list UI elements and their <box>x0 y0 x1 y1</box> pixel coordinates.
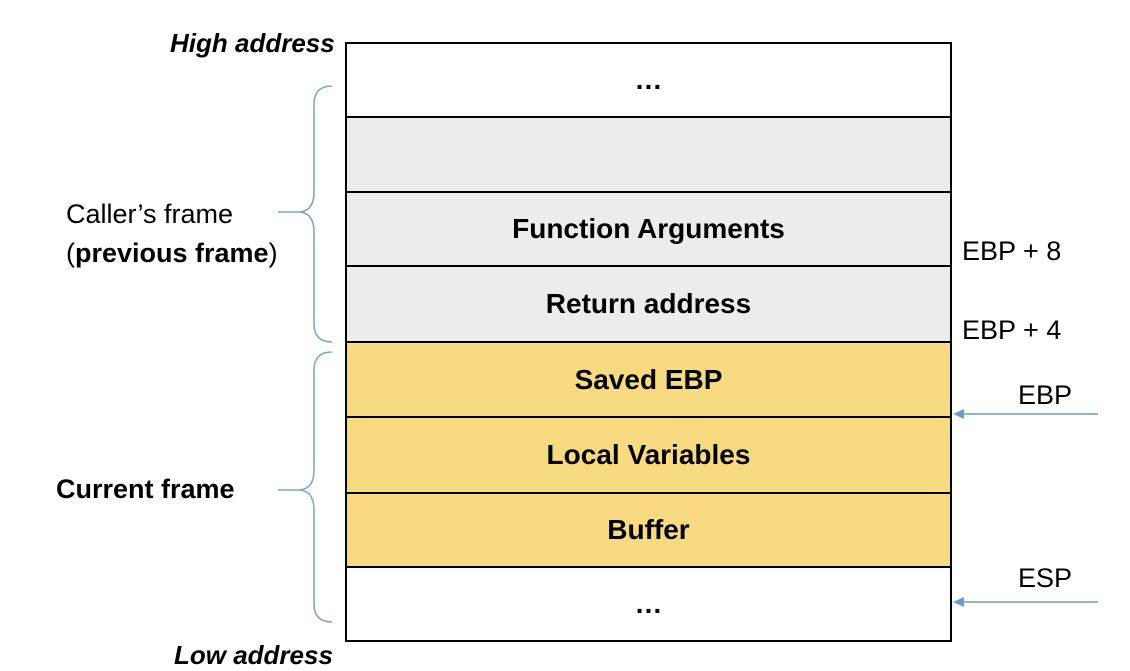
cell-label: Function Arguments <box>512 213 785 244</box>
previous-frame-label: (previous frame) <box>66 238 278 269</box>
stack-cell-empty <box>345 116 952 193</box>
esp-arrow-icon <box>953 597 1098 607</box>
cell-label: Buffer <box>607 514 690 545</box>
ebp-arrow-icon <box>953 409 1098 419</box>
current-frame-label: Current frame <box>56 474 235 504</box>
stack-cell-function-arguments: Function Arguments <box>345 191 952 267</box>
stack-cell-bottom-ellipsis: … <box>345 566 952 642</box>
paren-close: ) <box>268 238 278 268</box>
cell-label: Return address <box>545 288 752 319</box>
callers-frame-brace-icon <box>278 85 333 343</box>
cell-label: … <box>634 588 663 619</box>
current-frame-brace-icon <box>278 351 333 623</box>
paren-open: ( <box>66 238 75 268</box>
cell-label: Local Variables <box>546 439 751 470</box>
previous-frame-text: previous frame <box>75 238 269 268</box>
ebp-plus-4-label: EBP + 4 <box>962 315 1062 345</box>
stack-cell-saved-ebp: Saved EBP <box>345 341 952 418</box>
ebp-pointer-label: EBP <box>1018 380 1073 410</box>
stack-cell-top-ellipsis: … <box>345 42 952 118</box>
stack-frame-diagram: High address … Function Arguments Return… <box>56 28 1098 670</box>
stack-cell-buffer: Buffer <box>345 492 952 568</box>
cell-label: … <box>634 64 663 95</box>
cell-label: Saved EBP <box>574 363 723 395</box>
esp-pointer-label: ESP <box>1018 563 1073 593</box>
high-address-label: High address <box>170 28 335 58</box>
callers-frame-label: Caller’s frame <box>66 199 234 229</box>
ebp-plus-8-label: EBP + 8 <box>962 236 1062 266</box>
stack-cell-local-variables: Local Variables <box>345 416 952 494</box>
stack-cell-return-address: Return address <box>345 265 952 343</box>
